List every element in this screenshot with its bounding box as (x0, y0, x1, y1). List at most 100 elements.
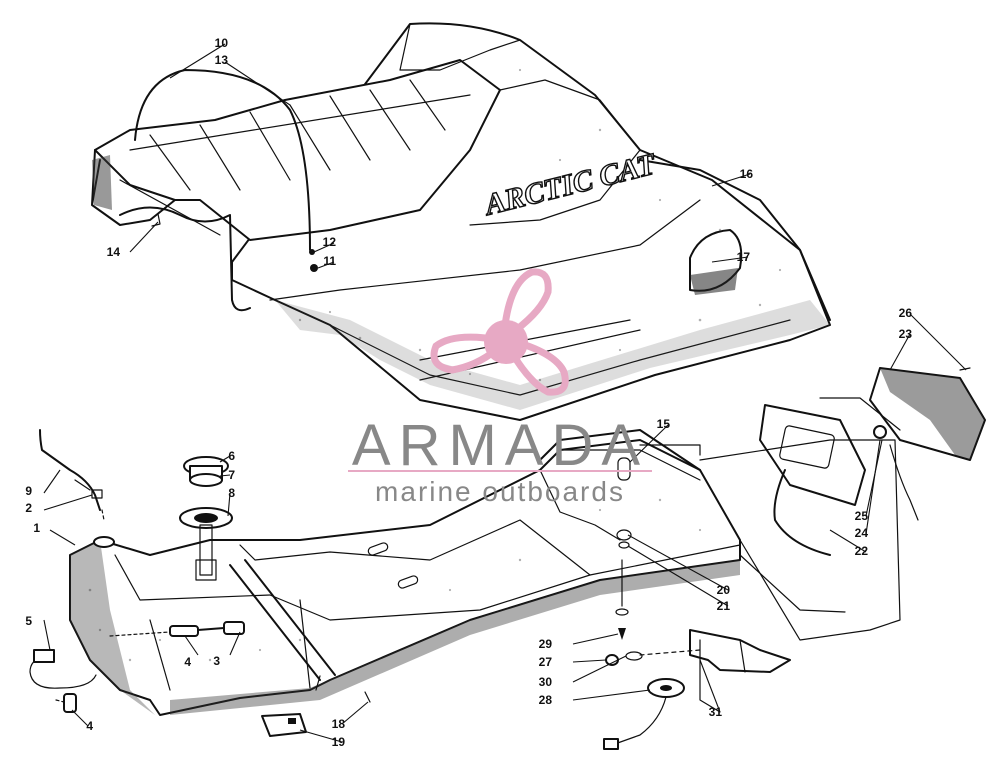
tank-base-assembly (69, 429, 741, 716)
leader-line (627, 545, 729, 607)
callout-number: 9 (25, 484, 32, 498)
callout-27: 27 (539, 655, 607, 669)
callout-number: 12 (323, 235, 337, 249)
callout-number: 7 (228, 468, 235, 482)
leader-line (219, 455, 231, 463)
seat-hood-assembly: ARCTIC CAT (91, 22, 831, 421)
fuel-cap-assembly (179, 456, 233, 581)
leader-line (129, 221, 159, 253)
callout-number: 20 (717, 583, 731, 597)
callout-number: 16 (740, 167, 754, 181)
leader-line (865, 439, 881, 535)
propeller-blades (430, 268, 569, 396)
seat-pleats (119, 79, 471, 236)
leader-line (313, 242, 335, 253)
leader-line (341, 701, 369, 725)
leader-line (572, 659, 607, 663)
callout-14: 14 (107, 221, 159, 259)
leader-line (711, 173, 751, 187)
callout-19: 19 (299, 729, 346, 749)
callout-4: 4 (184, 635, 199, 669)
leader-line (317, 261, 335, 269)
callout-number: 22 (855, 544, 869, 558)
callout-number: 23 (899, 327, 913, 341)
leader-line (43, 619, 51, 651)
callout-25: 25 (855, 439, 883, 523)
propeller-hub (484, 320, 528, 364)
callout-number: 2 (25, 501, 32, 515)
watermark-tagline: marine outboards (375, 476, 625, 507)
leader-line (889, 333, 911, 371)
callout-26: 26 (899, 306, 967, 371)
taillight-housing (869, 367, 986, 461)
callout-23: 23 (889, 327, 913, 371)
mount-bracket (689, 629, 791, 673)
callout-number: 10 (215, 36, 229, 50)
tank-shading (88, 498, 702, 662)
inline-connector (169, 625, 199, 637)
leader-line (219, 474, 231, 477)
hose-end (63, 693, 77, 713)
callout-11: 11 (317, 254, 336, 269)
callout-layer: 1234456789101112131415161718192021222324… (25, 36, 967, 749)
leader-line (829, 529, 867, 553)
callout-number: 4 (184, 655, 191, 669)
callout-3: 3 (213, 631, 241, 668)
leader-line (49, 529, 76, 546)
callout-6: 6 (219, 449, 235, 463)
callout-number: 8 (228, 486, 235, 500)
watermark-brand: ARMADA (351, 413, 649, 478)
callout-number: 29 (539, 637, 553, 651)
leader-line (43, 494, 93, 511)
washer (310, 264, 318, 272)
callout-number: 27 (539, 655, 553, 669)
callout-number: 11 (323, 254, 336, 268)
taillight-lens (759, 404, 866, 506)
bulb (873, 425, 887, 439)
callout-number: 6 (228, 449, 235, 463)
callout-12: 12 (313, 235, 337, 253)
hood-front-face (269, 199, 791, 396)
callout-24: 24 (855, 439, 881, 540)
callout-18: 18 (332, 701, 369, 731)
leader-line (43, 469, 61, 494)
callout-22: 22 (829, 529, 869, 558)
rivet (309, 249, 315, 255)
callout-7: 7 (219, 468, 235, 482)
leader-line (184, 635, 199, 656)
leader-line (627, 534, 729, 591)
callout-2: 2 (25, 494, 93, 515)
callout-number: 13 (215, 53, 229, 67)
callout-number: 4 (86, 719, 93, 733)
callout-number: 1 (33, 521, 40, 535)
callout-number: 30 (539, 675, 553, 689)
callout-number: 14 (107, 245, 121, 259)
callout-number: 3 (213, 654, 220, 668)
callout-number: 17 (737, 250, 751, 264)
callout-15: 15 (629, 417, 671, 463)
taillight-assembly (759, 367, 986, 556)
leader-line (865, 439, 883, 517)
leader-line (572, 633, 619, 645)
callout-4: 4 (71, 709, 93, 733)
callout-10: 10 (169, 36, 229, 79)
hood-shading (298, 68, 782, 382)
leader-line (629, 424, 669, 463)
leader-line (711, 256, 749, 263)
callout-1: 1 (33, 521, 76, 546)
callout-number: 15 (657, 417, 671, 431)
callout-5: 5 (25, 614, 51, 651)
callout-9: 9 (25, 469, 61, 498)
callout-13: 13 (215, 53, 291, 106)
callout-28: 28 (539, 689, 651, 707)
callout-29: 29 (539, 633, 619, 651)
callout-16: 16 (711, 167, 754, 187)
fuel-line-parts (29, 429, 245, 713)
leader-line (227, 492, 231, 517)
leader-line (229, 631, 241, 656)
callout-number: 18 (332, 717, 346, 731)
callout-number: 26 (899, 306, 913, 320)
callout-number: 19 (332, 735, 346, 749)
